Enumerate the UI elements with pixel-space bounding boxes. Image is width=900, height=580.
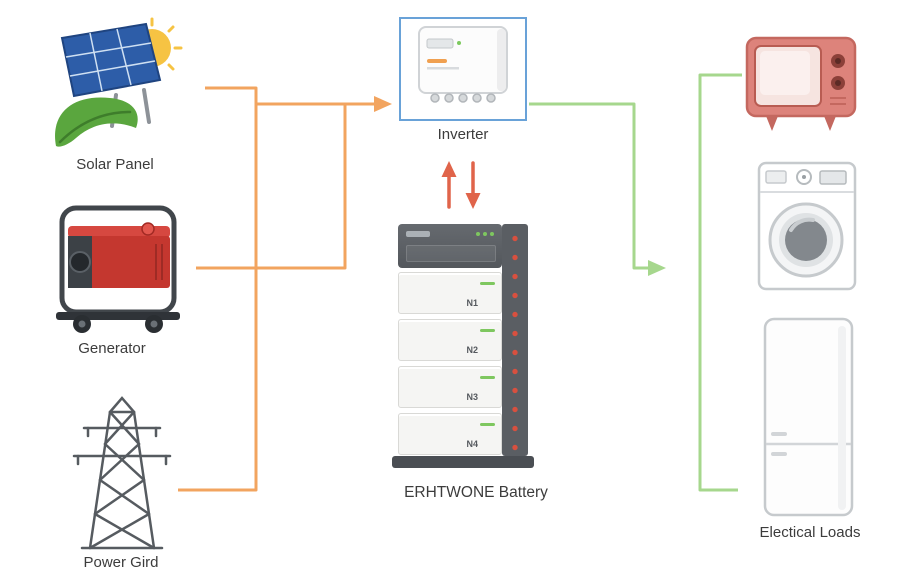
battery-label: ERHTWONE Battery (404, 484, 548, 501)
battery-module-led (480, 423, 495, 426)
battery-module-label: N3 (466, 392, 478, 402)
loads-distribution-line (698, 73, 742, 492)
battery-module: N4 (398, 413, 502, 455)
fridge-handle (771, 452, 787, 456)
battery-module: N3 (398, 366, 502, 408)
solar-to-inverter-line (205, 86, 374, 106)
power-grid-icon (60, 392, 185, 554)
battery-module-label: N4 (466, 439, 478, 449)
loads-arrowhead (648, 260, 666, 276)
inverter-label: Inverter (437, 126, 489, 143)
battery-module-led (480, 376, 495, 379)
generator-wheels (73, 315, 163, 333)
tv-icon (744, 34, 862, 136)
solar-panel-glass (60, 22, 162, 98)
battery-discharge-arrowhead (441, 161, 457, 177)
inverter-highlight-box (399, 17, 527, 121)
washer-display (819, 170, 847, 185)
battery-charge-arrowhead (465, 193, 481, 209)
battery-module-label: N1 (466, 298, 478, 308)
inverter-to-loads-line (529, 102, 648, 270)
battery-module-label: N2 (466, 345, 478, 355)
fridge-handle (771, 432, 787, 436)
battery-base (392, 456, 534, 468)
generator-label: Generator (78, 340, 146, 357)
battery-icon: N1 N2 N3 N4 (392, 220, 534, 468)
leaf-icon (55, 97, 138, 147)
inverter-display (426, 38, 454, 49)
inverter-connectors (430, 93, 496, 103)
washing-machine-icon (756, 160, 858, 292)
generator-to-inverter-line (196, 104, 347, 270)
generator-icon (48, 202, 188, 337)
battery-brand-logo (406, 231, 430, 237)
battery-module: N2 (398, 319, 502, 361)
tv-knobs (831, 54, 845, 90)
battery-connector-rail (502, 224, 528, 456)
grid-to-inverter-line (178, 88, 258, 492)
power-grid-label: Power Gird (83, 554, 159, 571)
battery-status-leds (490, 232, 494, 236)
solar-panel-icon (46, 8, 201, 156)
transmission-tower (72, 396, 172, 550)
tv-leg (766, 116, 778, 131)
electrical-loads-label: Electical Loads (759, 524, 861, 541)
battery-control-slot (406, 245, 496, 262)
battery-module-led (480, 282, 495, 285)
solar-panel-label: Solar Panel (76, 156, 154, 173)
inverter-input-arrowhead (374, 96, 392, 112)
tv-leg (824, 116, 836, 131)
inverter-icon (418, 26, 508, 103)
washer-door (768, 202, 844, 278)
battery-module-led (480, 329, 495, 332)
washer-drawer (765, 170, 787, 184)
battery-control-unit (398, 224, 502, 268)
refrigerator-icon (762, 316, 855, 518)
battery-module: N1 (398, 272, 502, 314)
